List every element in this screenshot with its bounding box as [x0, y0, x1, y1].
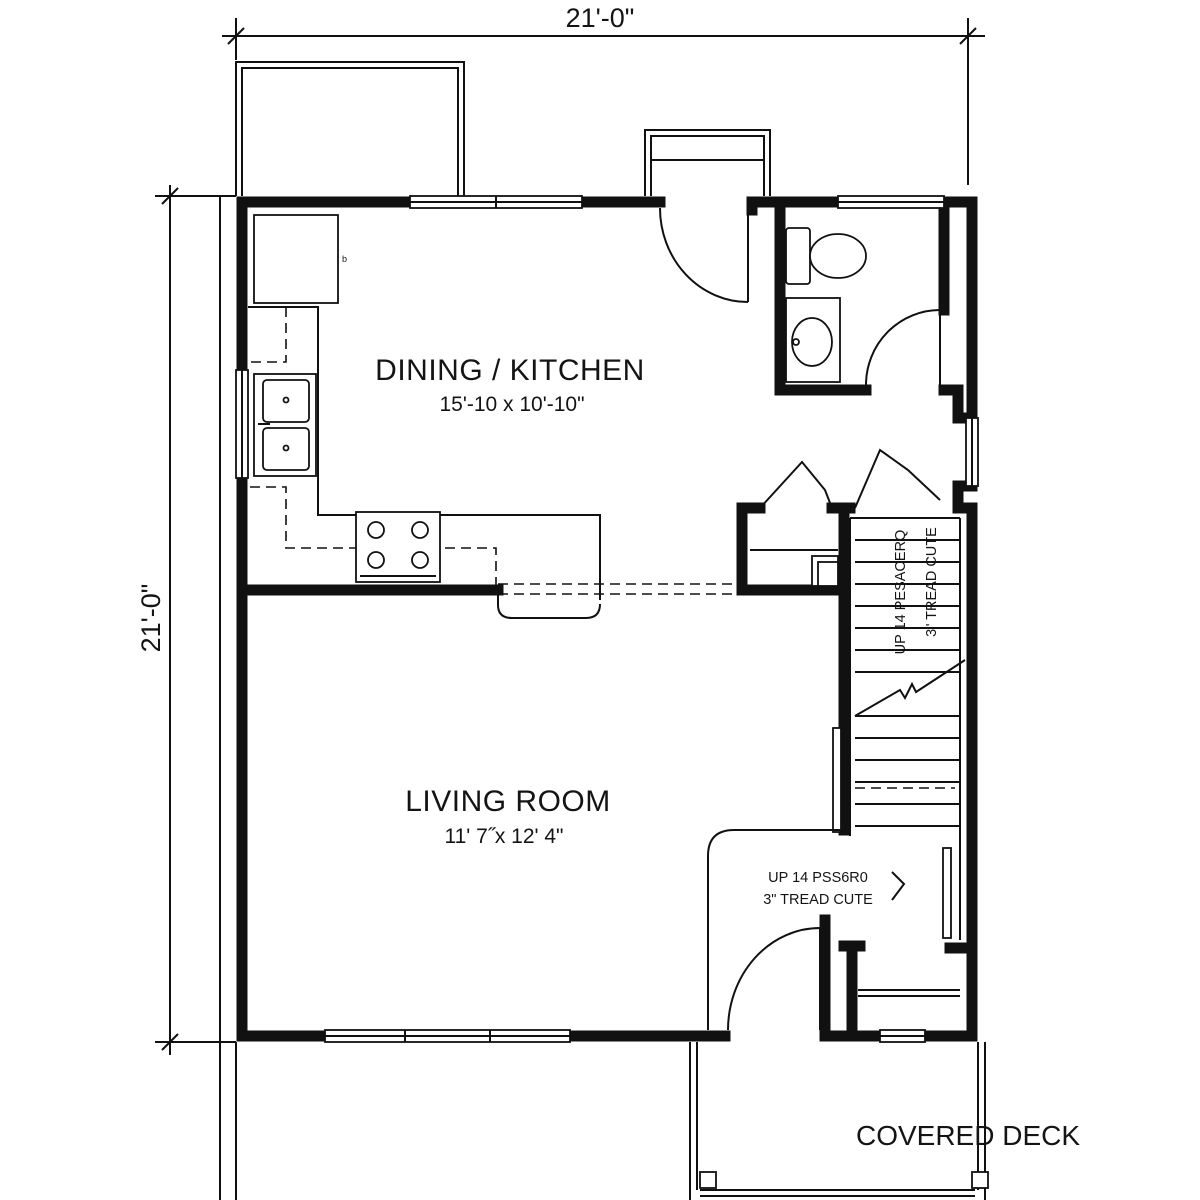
room-labels: DINING / KITCHEN 15'-10 x 10'-10" LIVING…	[375, 354, 645, 848]
closet	[750, 549, 839, 587]
bathroom-fixtures	[785, 227, 867, 383]
left-dimension-label: 21'-0"	[136, 584, 166, 653]
covered-deck-label: COVERED DECK	[856, 1120, 1080, 1151]
living-room-size: 11' 7˝x 12' 4"	[445, 825, 564, 848]
dining-kitchen-size: 15'-10 x 10'-10"	[439, 393, 584, 416]
walls	[236, 196, 978, 1042]
windows	[235, 195, 979, 1043]
doors	[659, 207, 941, 1031]
dimension-lines: 21'-0" 21'-0"	[136, 3, 985, 1055]
kitchen-fixtures: b	[248, 214, 742, 619]
upper-stair-note-1: UP 14 PESACERQ	[893, 530, 909, 655]
stove	[355, 511, 441, 583]
upper-stair-note-2: 3" TREAD CUTE	[924, 527, 940, 637]
exterior-structures: COVERED DECK	[219, 61, 1080, 1200]
toilet-bowl	[809, 233, 867, 279]
toilet-tank	[785, 227, 811, 285]
top-dimension-label: 21'-0"	[566, 3, 635, 33]
dining-kitchen-name: DINING / KITCHEN	[375, 354, 645, 387]
lower-stair-note-1: UP 14 PSS6R0	[768, 870, 868, 886]
stairs: UP 14 PESACERQ 3" TREAD CUTE UP 14 PSS6R…	[707, 517, 966, 1030]
lower-stair-note-2: 3" TREAD CUTE	[763, 892, 873, 908]
living-room-name: LIVING ROOM	[405, 785, 611, 818]
svg-text:b: b	[342, 254, 347, 264]
refrigerator	[253, 214, 339, 304]
